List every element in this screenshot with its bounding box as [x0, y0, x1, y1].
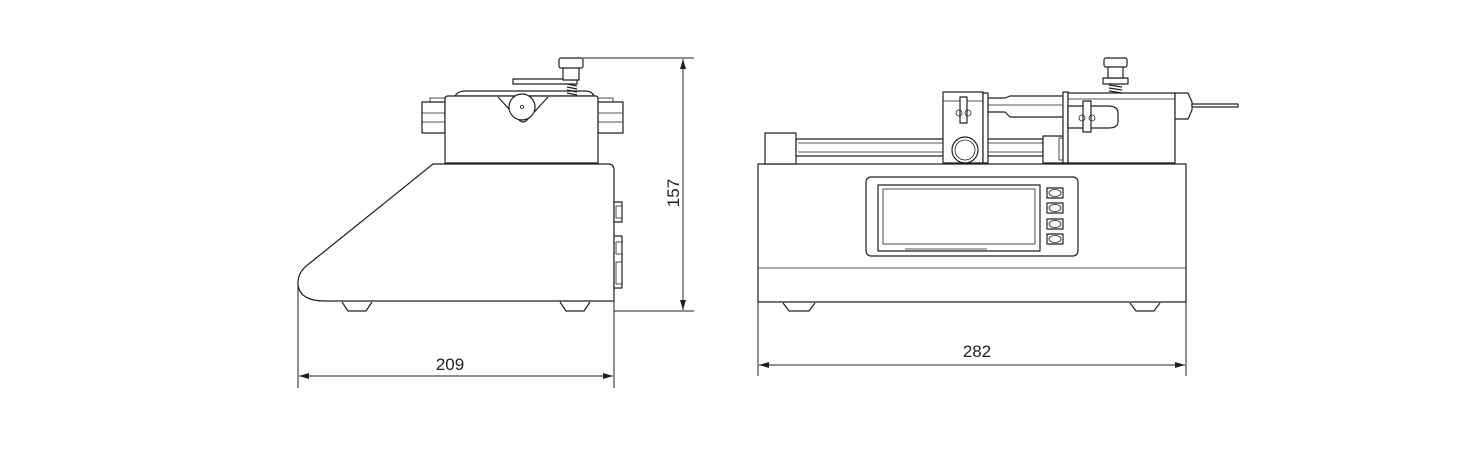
- front-view: 282: [757, 57, 1239, 376]
- width-dimension-label: 282: [963, 342, 991, 361]
- height-dimension-label: 157: [664, 179, 683, 207]
- syringe: [987, 91, 1239, 164]
- height-dimension: 157: [583, 57, 694, 312]
- panel-button-2: [1046, 202, 1064, 214]
- front-view-knob: [1102, 57, 1129, 94]
- side-view-feet: [341, 301, 591, 312]
- depth-dimension-label: 209: [436, 355, 464, 374]
- depth-dimension: 209: [297, 285, 615, 388]
- side-view-clamps: [421, 97, 624, 134]
- side-view-base: [297, 163, 615, 302]
- control-panel: [865, 176, 1079, 257]
- side-view-connectors: [613, 201, 623, 289]
- side-view: 157 209: [297, 57, 694, 388]
- side-view-syringe-holder: [444, 90, 599, 164]
- panel-button-1: [1046, 187, 1064, 199]
- panel-button-3: [1046, 218, 1064, 230]
- side-view-knob: [512, 57, 584, 96]
- panel-button-4: [1046, 233, 1064, 245]
- width-dimension: 282: [757, 302, 1187, 376]
- front-view-feet: [782, 302, 1161, 312]
- pusher-block: [942, 91, 989, 164]
- drive-rails: [764, 132, 1066, 165]
